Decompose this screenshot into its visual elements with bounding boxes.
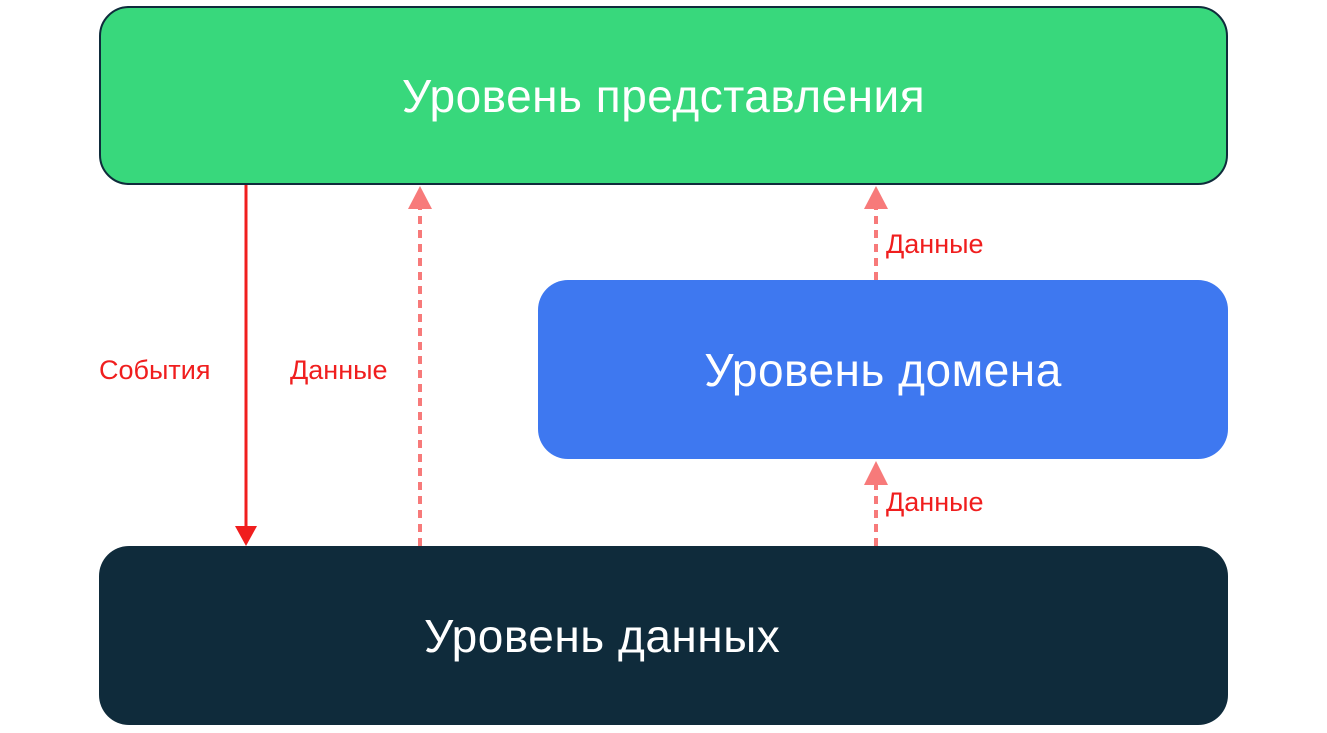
domain-layer-label: Уровень домена — [704, 343, 1062, 396]
data-arrow-left-head — [408, 186, 432, 209]
data-label-top: Данные — [886, 229, 984, 259]
data-label-left: Данные — [290, 355, 388, 385]
presentation-layer-box: Уровень представления — [99, 6, 1228, 185]
data-layer-box: Уровень данных — [99, 546, 1228, 725]
domain-layer-box: Уровень домена — [538, 280, 1228, 459]
data-layer-label: Уровень данных — [424, 609, 781, 662]
presentation-layer-label: Уровень представления — [401, 69, 926, 122]
events-label: События — [99, 355, 211, 385]
data-label-bottom: Данные — [886, 487, 984, 517]
data-arrow-bottom-head — [864, 461, 888, 485]
events-arrow-head — [235, 526, 257, 546]
data-arrow-top-head — [864, 186, 888, 209]
